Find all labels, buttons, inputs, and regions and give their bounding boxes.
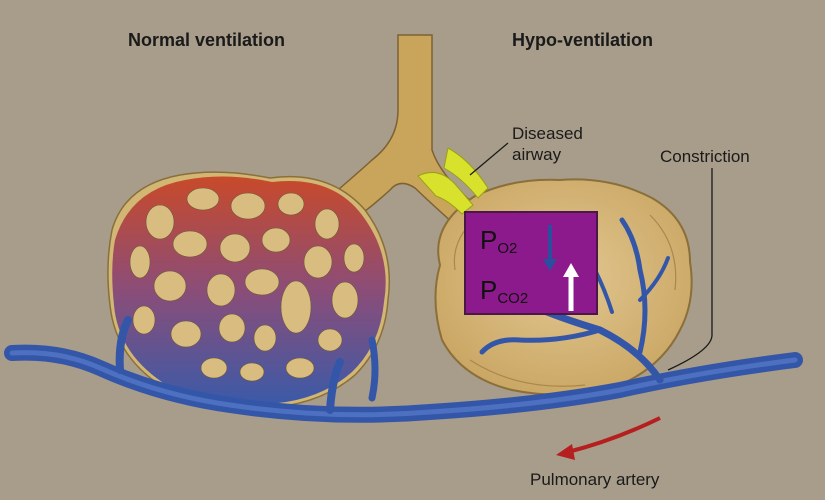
po2-symbol: P	[480, 225, 498, 255]
hypo-ventilation-title: Hypo-ventilation	[512, 30, 654, 50]
pco2-symbol: P	[480, 275, 498, 305]
pulmonary-artery-label: Pulmonary artery	[530, 470, 660, 489]
capillary-network	[112, 176, 386, 405]
diseased-airway-label: Diseased airway	[512, 123, 583, 165]
gas-arrows	[543, 225, 579, 311]
pco2-label: PCO2	[480, 275, 528, 307]
constriction-label: Constriction	[660, 147, 750, 166]
po2-label: PO2	[480, 225, 517, 257]
po2-subscript: O2	[497, 240, 518, 257]
pulmonary-flow-arrow	[556, 416, 661, 460]
pco2-subscript: CO2	[497, 290, 529, 307]
gas-pressure-box: PO2 PCO2	[464, 211, 598, 315]
pco2-up-arrow-icon	[563, 263, 579, 311]
normal-ventilation-title: Normal ventilation	[128, 30, 286, 50]
po2-down-arrow-icon	[543, 225, 557, 271]
diseased-airway-label-line2: airway	[512, 145, 562, 164]
diseased-airway	[417, 147, 489, 215]
diseased-airway-label-line1: Diseased	[512, 124, 583, 143]
leader-lines	[469, 142, 713, 371]
